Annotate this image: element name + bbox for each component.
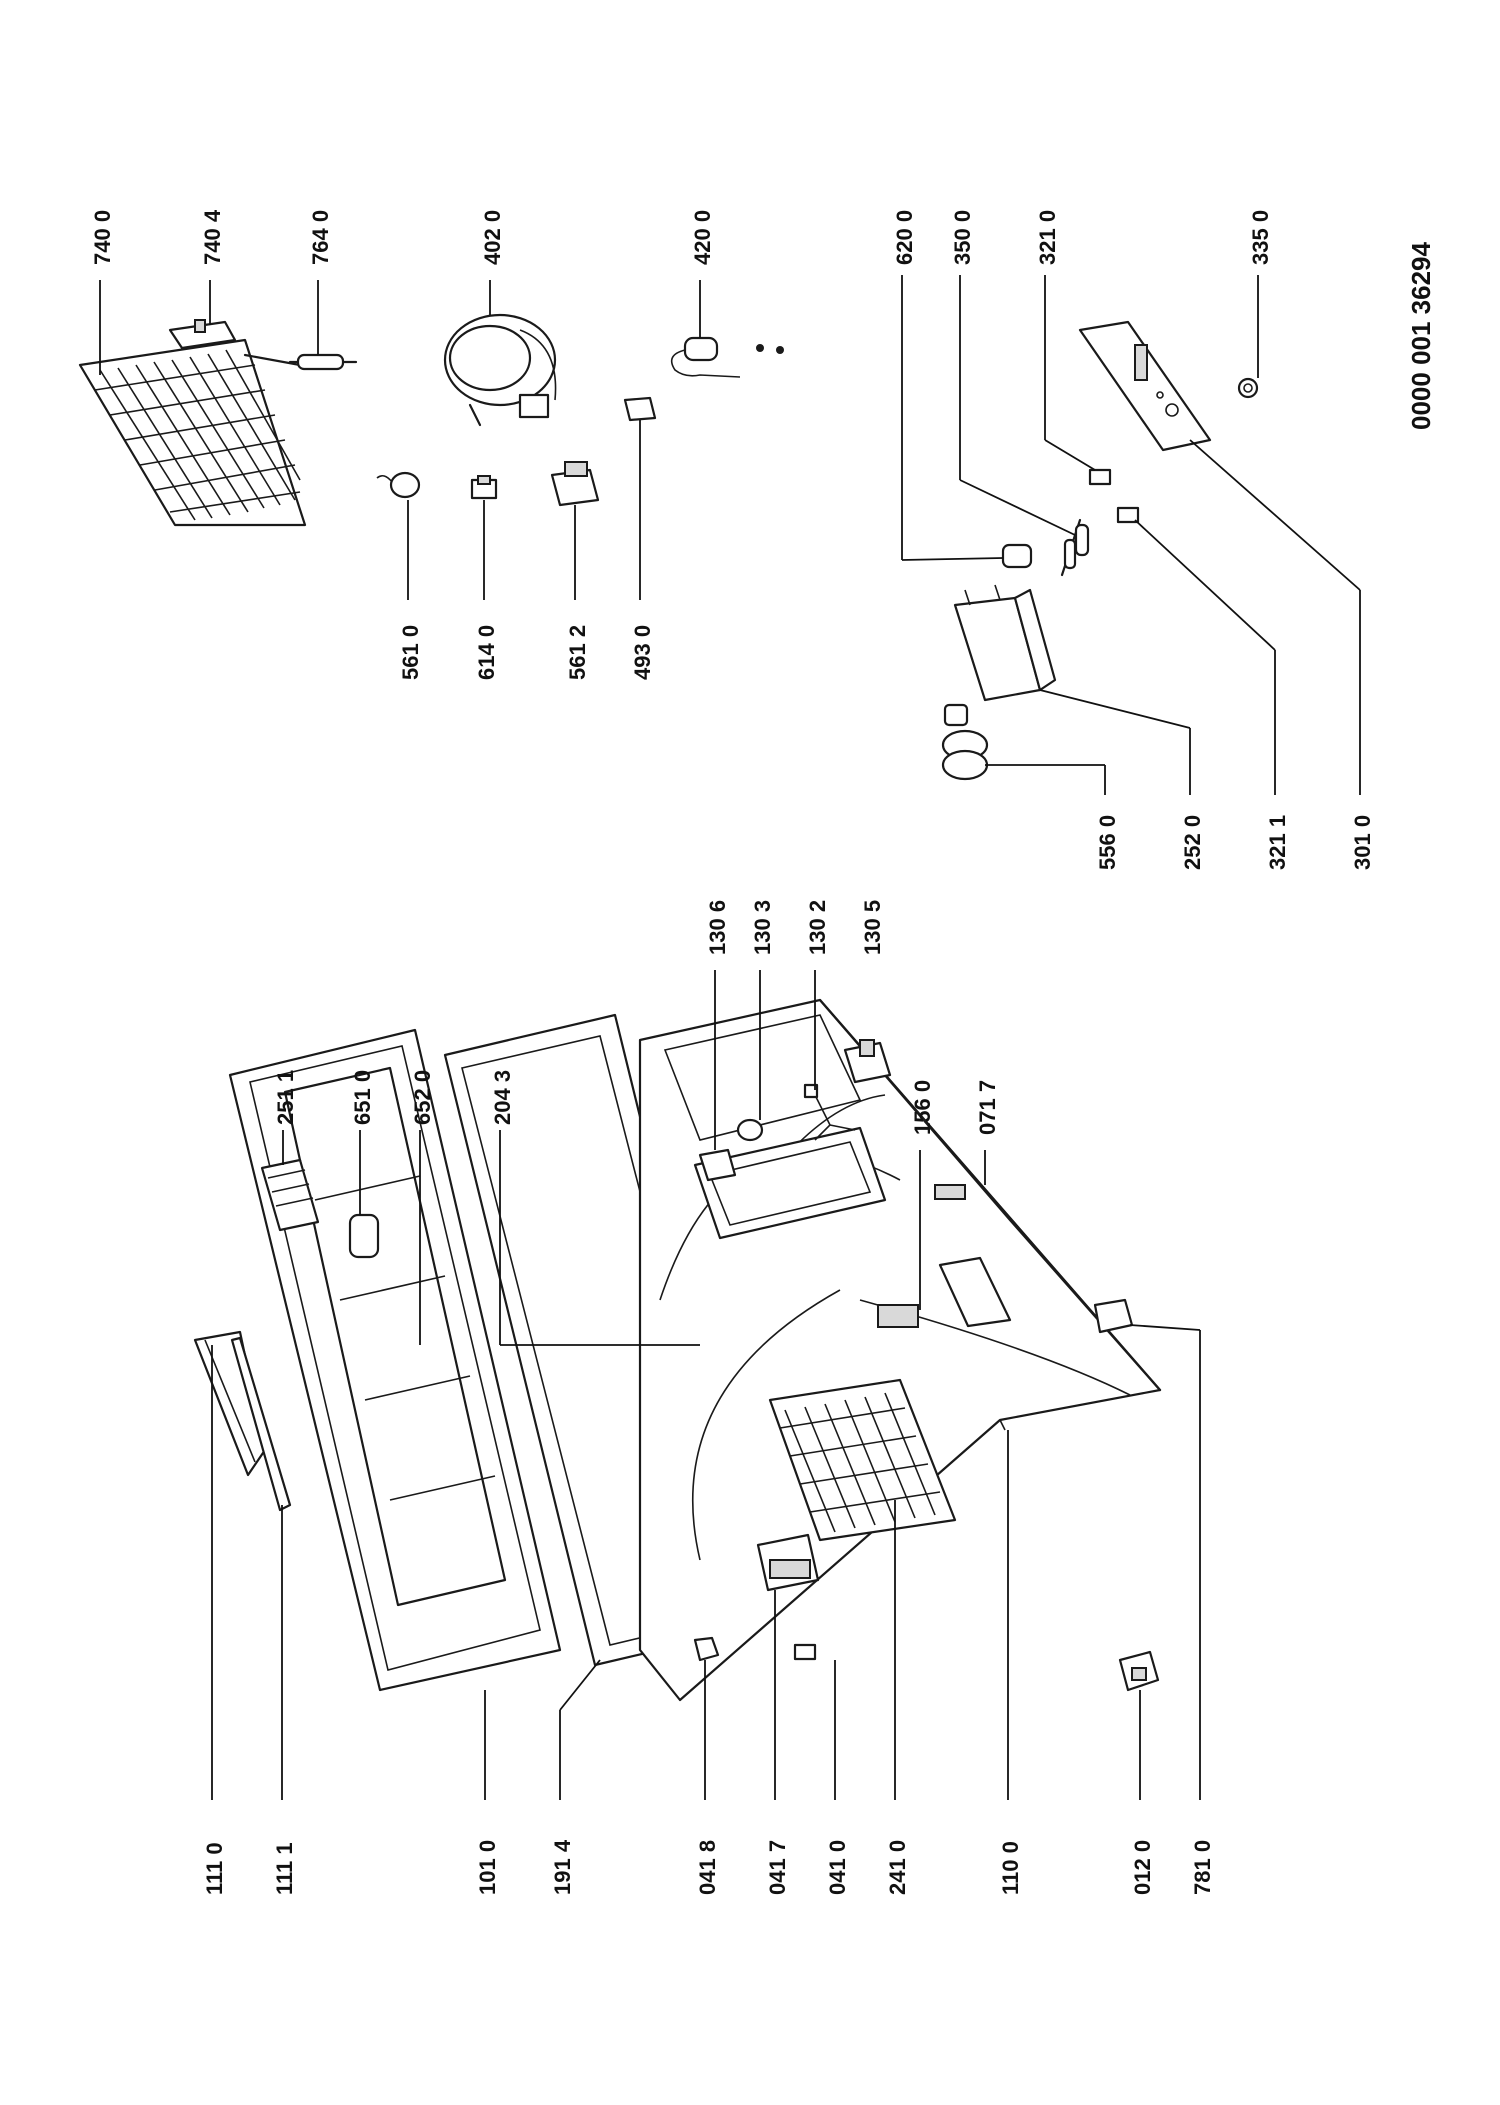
spring-130-3	[736, 1118, 764, 1142]
label-561-0: 561 0	[398, 625, 423, 680]
basket-handle-251-1	[260, 1158, 320, 1232]
foot-012-0	[1118, 1650, 1160, 1692]
lock-plate-041-0	[793, 1643, 817, 1661]
label-041-0: 041 0	[825, 1840, 850, 1895]
knob-335-0	[1237, 377, 1259, 399]
label-191-4: 191 4	[550, 1839, 575, 1895]
label-252-0: 252 0	[1180, 815, 1205, 870]
leader-lines	[99, 275, 1361, 1800]
label-301-0: 301 0	[1350, 815, 1375, 870]
starter-561-2	[550, 461, 600, 507]
handle-strip-111-1	[230, 1336, 292, 1512]
label-781-0: 781 0	[1190, 1840, 1215, 1895]
label-204-3: 204 3	[490, 1070, 515, 1125]
label-614-0: 614 0	[474, 625, 499, 680]
indicator-321-1	[1116, 506, 1140, 524]
label-321-0: 321 0	[1035, 210, 1060, 265]
label-041-7: 041 7	[765, 1840, 790, 1895]
relay-561-0	[376, 471, 421, 499]
label-241-0: 241 0	[885, 1840, 910, 1895]
plate-781-0	[1093, 1298, 1134, 1334]
label-130-3: 130 3	[750, 900, 775, 955]
hinge-bracket-130-5	[843, 1039, 892, 1084]
cabinet-110-0	[999, 1419, 1006, 1431]
condenser-grid-740-0	[78, 338, 307, 527]
label-130-5: 130 5	[860, 900, 885, 955]
label-012-0: 012 0	[1130, 1840, 1155, 1895]
label-764-0: 764 0	[308, 210, 333, 265]
label-620-0: 620 0	[892, 210, 917, 265]
label-556-0: 556 0	[1095, 815, 1120, 870]
capacitor-420-0	[670, 336, 784, 378]
label-110-0: 110 0	[998, 1841, 1023, 1895]
label-156-0: 156 0	[910, 1080, 935, 1135]
lamp-350-0	[1060, 518, 1090, 577]
label-130-6: 130 6	[705, 900, 730, 955]
bracket-740-4	[168, 319, 237, 350]
terminal-cover-493-0	[623, 396, 657, 422]
vent-156-0	[877, 1304, 919, 1328]
label-321-1: 321 1	[1265, 815, 1290, 870]
label-041-8: 041 8	[695, 1840, 720, 1895]
label-420-0: 420 0	[690, 210, 715, 265]
document-code: 0000 001 36294	[1406, 241, 1436, 430]
label-335-0: 335 0	[1248, 210, 1273, 265]
hinge-130-6	[698, 1148, 737, 1182]
indicator-321-0	[1088, 468, 1112, 486]
label-101-0: 101 0	[475, 1840, 500, 1895]
filter-drier-764-0	[288, 353, 358, 371]
heater-coil-556-0	[941, 703, 989, 781]
label-071-7: 071 7	[975, 1080, 1000, 1135]
label-402-0: 402 0	[480, 210, 505, 265]
thermostat-620-0	[1001, 543, 1033, 569]
label-740-4: 740 4	[200, 209, 225, 265]
label-251-1: 251 1	[273, 1070, 298, 1125]
lid-101-0	[228, 1028, 562, 1692]
hinge-041-8	[693, 1636, 720, 1662]
cabinet-body	[638, 998, 1162, 1702]
part-labels: 740 0 740 4 764 0 402 0 420 0 561 0 614 …	[90, 209, 1436, 1895]
lamp-holder-651-0	[348, 1213, 380, 1259]
drain-plug-071-7	[934, 1184, 966, 1200]
compressor-402-0	[443, 313, 557, 427]
label-651-0: 651 0	[350, 1070, 375, 1125]
label-350-0: 350 0	[950, 210, 975, 265]
hinge-spring-130-2	[803, 1083, 856, 1141]
clip-614-0	[470, 475, 498, 500]
label-130-2: 130 2	[805, 900, 830, 955]
control-panel-301-0	[1078, 320, 1212, 452]
label-652-0: 652 0	[410, 1070, 435, 1125]
label-111-1: 111 1	[272, 1842, 297, 1895]
divider-204-3	[693, 1126, 887, 1240]
lock-041-7	[756, 1533, 820, 1592]
label-561-2: 561 2	[565, 625, 590, 680]
label-111-0: 111 0	[202, 1842, 227, 1895]
label-493-0: 493 0	[630, 625, 655, 680]
freezer-basket-241-0	[768, 1378, 957, 1542]
thermostat-housing-252-0	[953, 584, 1057, 702]
label-740-0: 740 0	[90, 210, 115, 265]
